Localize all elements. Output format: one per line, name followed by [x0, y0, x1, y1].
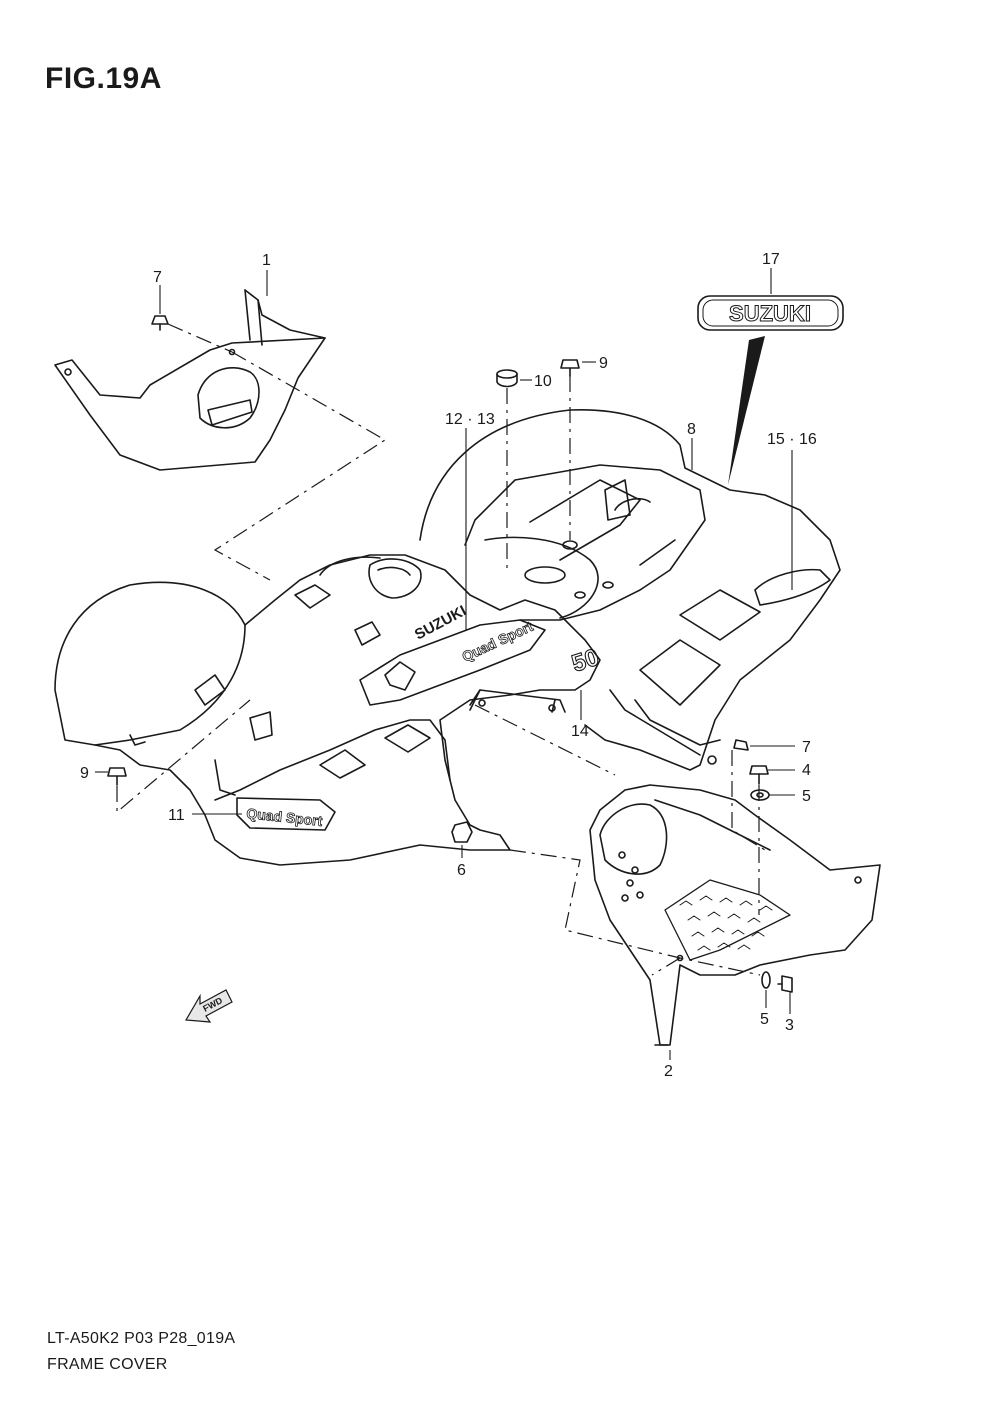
suzuki-emblem-text: SUZUKI [729, 301, 811, 326]
callout-12-13: 12 · 13 [445, 411, 495, 428]
callout-8: 8 [687, 421, 696, 438]
callout-leaders [95, 268, 795, 1060]
footer-section-name: FRAME COVER [47, 1356, 168, 1373]
quad-sport-side-text: Quad Sport [460, 618, 536, 665]
callout-17: 17 [762, 251, 780, 268]
rear-fender-part [419, 408, 841, 771]
callout-11: 11 [168, 807, 185, 824]
front-upper-cover-part [54, 289, 326, 471]
quad-sport-fender-text: Quad Sport [246, 805, 324, 829]
fwd-direction-arrow: FWD [185, 989, 233, 1023]
callout-1: 1 [262, 252, 271, 269]
footer-diagram-code: LT-A50K2 P03 P28_019A [47, 1330, 236, 1347]
footrest-floorboard-part [589, 784, 881, 1046]
tank-brand-text: SUZUKI [412, 602, 469, 643]
callout-14: 14 [571, 723, 589, 740]
callout-3: 3 [785, 1017, 794, 1034]
assembly-guide-lines [116, 323, 766, 976]
suzuki-emblem-decal [697, 295, 844, 485]
callout-2: 2 [664, 1063, 673, 1080]
figure-title: FIG.19A [45, 62, 162, 95]
floorboard-tread-pattern [679, 895, 773, 951]
front-fender-body-part [54, 554, 601, 866]
model-badge-text: 50 [569, 644, 603, 678]
callout-5-right: 5 [802, 788, 811, 805]
callout-7-right: 7 [802, 739, 811, 756]
callout-10: 10 [534, 373, 552, 390]
callout-7-upper: 7 [153, 269, 162, 286]
callout-6: 6 [457, 862, 466, 879]
callout-9-left: 9 [80, 765, 89, 782]
callout-5-lower: 5 [760, 1011, 769, 1028]
callout-4: 4 [802, 762, 811, 779]
callout-9-upper: 9 [599, 355, 608, 372]
callout-15-16: 15 · 16 [767, 431, 817, 448]
